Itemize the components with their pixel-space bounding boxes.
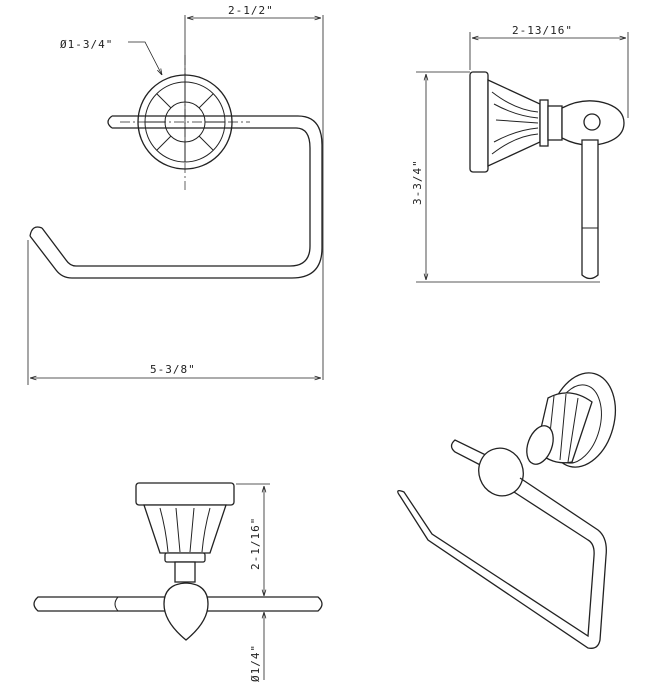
rosette-diameter-label: Ø1-3/4" bbox=[60, 38, 113, 51]
side-view: 2-13/16" 3-3/4" bbox=[411, 24, 629, 283]
bar-diameter-label: Ø1/4" bbox=[249, 644, 262, 682]
bar-width-label: 2-1/2" bbox=[228, 4, 274, 17]
front-view: 2-1/2" Ø1-3/4" bbox=[27, 4, 324, 385]
projection-label: 2-13/16" bbox=[512, 24, 573, 37]
toilet-paper-bar bbox=[29, 115, 323, 279]
overall-height-label: 3-3/4" bbox=[411, 159, 424, 205]
backplate-depth-label: 2-1/16" bbox=[249, 517, 262, 570]
top-view: 2-1/16" Ø1/4" bbox=[33, 482, 323, 682]
isometric-view bbox=[397, 372, 616, 649]
overall-width-label: 5-3/8" bbox=[150, 363, 196, 376]
